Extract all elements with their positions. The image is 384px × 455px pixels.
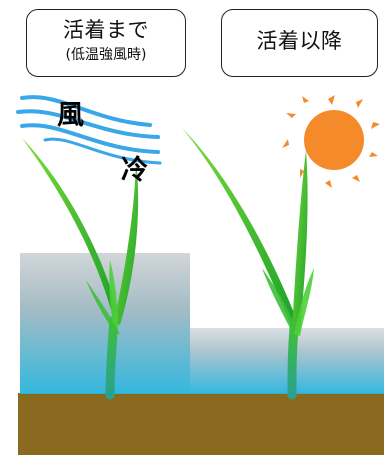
sun-icon [282,95,380,188]
wind-label: 風 [57,100,84,131]
panel-subtitle-left: (低温強風時) [65,47,147,63]
rice-seedling-icon [22,138,139,400]
panel-title-left: 活着まで [63,18,149,42]
cold-label: 冷 [121,155,148,186]
shallow-water [190,328,384,394]
panel-title-right: 活着以降 [256,29,343,53]
soil [18,393,384,455]
panel-label-before-rooting: 活着まで (低温強風時) [26,9,186,77]
rice-seedling-icon [182,128,314,400]
wind-lines-icon [16,95,162,165]
panel-label-after-rooting: 活着以降 [221,9,378,77]
